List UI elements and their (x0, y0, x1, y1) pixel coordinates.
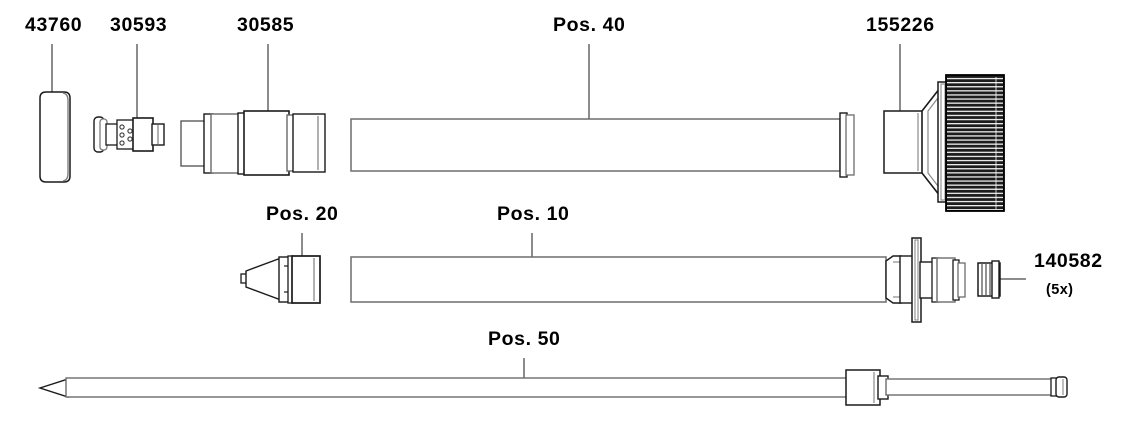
callout-label-30593: 30593 (110, 14, 168, 36)
part-155226 (883, 74, 1005, 212)
callout-label-140582: 140582 (1034, 250, 1103, 272)
part-30585 (180, 110, 326, 176)
part-pos20 (240, 255, 321, 304)
callout-label-155226: 155226 (866, 14, 935, 36)
callout-label-pos-50: Pos. 50 (488, 328, 561, 350)
part-pos40 (350, 112, 855, 178)
callout-label-140582-quantity: (5x) (1046, 282, 1074, 298)
callout-label-pos-10: Pos. 10 (497, 203, 570, 225)
callout-label-pos-40: Pos. 40 (553, 14, 626, 36)
callout-label-30585: 30585 (237, 14, 295, 36)
part-pos50 (37, 369, 1068, 406)
part-pos10 (350, 237, 966, 323)
part-30593 (93, 116, 165, 153)
callout-label-43760: 43760 (25, 14, 83, 36)
part-43760 (39, 91, 71, 183)
callout-label-pos-20: Pos. 20 (266, 203, 339, 225)
part-140582 (977, 260, 1001, 299)
